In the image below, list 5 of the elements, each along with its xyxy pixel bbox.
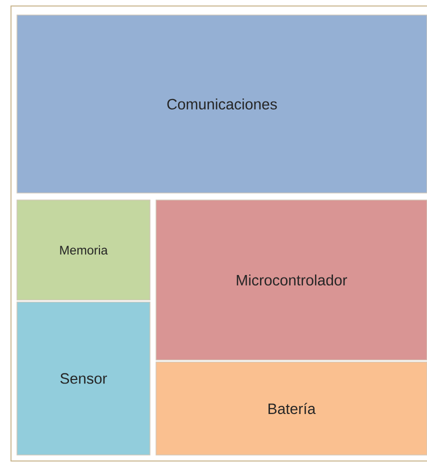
block-box: Comunicaciones (16, 14, 427, 194)
block-box: Memoria (16, 200, 150, 300)
block-box: Microcontrolador (156, 200, 427, 360)
block-box: Sensor (16, 302, 150, 456)
block-box: Batería (156, 362, 427, 456)
